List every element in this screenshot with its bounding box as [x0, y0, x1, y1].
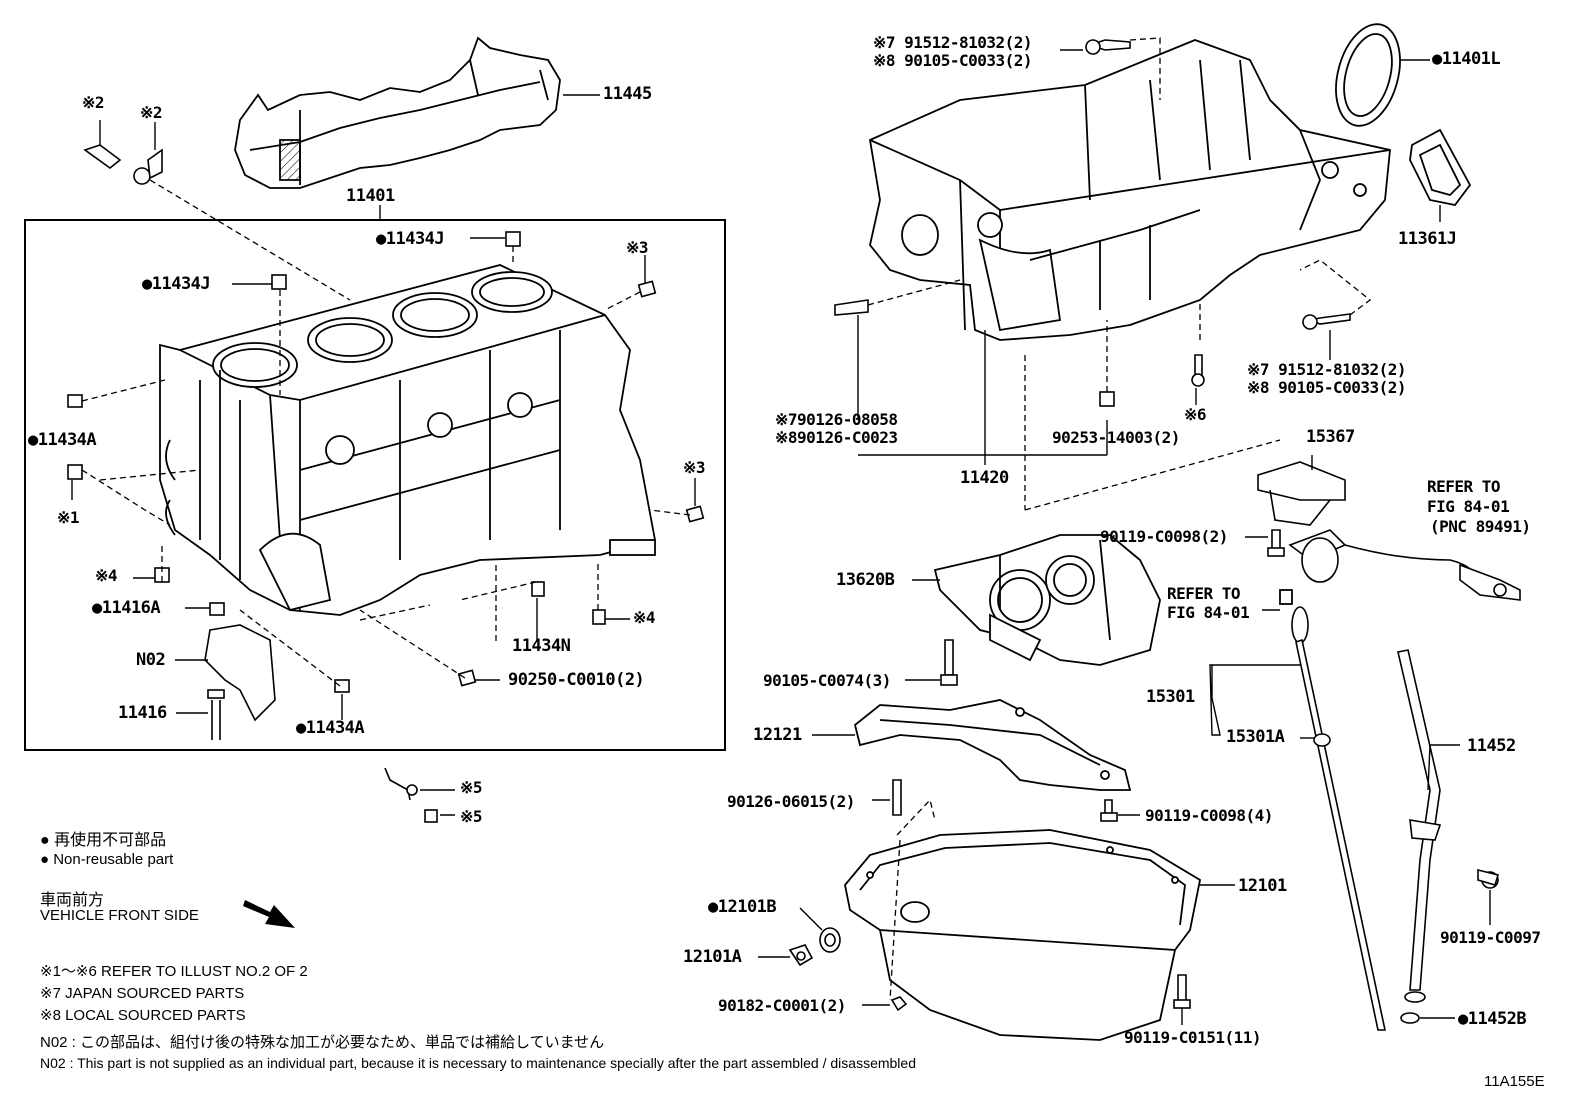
label-90119-c0151: 90119-C0151(11) — [1124, 1028, 1262, 1047]
label-n02: N02 — [136, 650, 166, 670]
lower-pan-fasteners-drawing — [788, 779, 1191, 1012]
label-90126-06015: 90126-06015(2) — [727, 792, 855, 811]
oil-pan-upper-drawing — [868, 39, 1391, 341]
oil-seal-11401l-drawing — [1335, 23, 1401, 127]
note-n02-jp: N02 : この部品は、組付け後の特殊な加工が必要なため、単品では補給していませ… — [40, 1034, 605, 1051]
label-11434a-left: ●11434A — [28, 430, 97, 450]
label-refer2-2: FIG 84-01 — [1167, 603, 1250, 622]
label-12101b: ●12101B — [708, 897, 777, 917]
leader-lines-block — [81, 179, 691, 687]
label-refer1-3: (PNC 89491) — [1430, 517, 1531, 536]
note-n02-en: N02 : This part is not supplied as an in… — [40, 1055, 916, 1071]
label-15367: 15367 — [1306, 427, 1355, 447]
cover-11445-drawing — [234, 36, 561, 189]
label-11416a: ●11416A — [92, 598, 161, 618]
label-11434j-top: ●11434J — [376, 229, 445, 249]
label-refer1-1: REFER TO — [1427, 477, 1501, 496]
lower-oil-pan-12101-drawing — [844, 829, 1202, 1041]
vehicle-front-arrow — [243, 900, 295, 928]
solid-leaders-right — [758, 455, 1491, 1025]
solid-leaders-block — [71, 94, 696, 720]
gasket-11361j-drawing — [1409, 128, 1472, 206]
label-12121: 12121 — [753, 725, 802, 745]
label-12101: 12101 — [1238, 876, 1287, 896]
label-mark6: ※6 — [1184, 405, 1207, 424]
label-11420: 11420 — [960, 468, 1009, 488]
oil-pump-13620b-drawing — [933, 534, 1293, 666]
label-refer1-2: FIG 84-01 — [1427, 497, 1510, 516]
bolts-mark2-drawing — [83, 144, 163, 185]
leader-lines-upper-pan — [867, 37, 1372, 511]
label-90105-c0074: 90105-C0074(3) — [763, 671, 891, 690]
baffle-plate-12121-drawing — [853, 699, 1132, 791]
label-11401l: ●11401L — [1432, 49, 1501, 69]
label-right-bolt-1: ※7 91512-81032(2) — [1247, 360, 1407, 379]
guide-tube-11452-drawing — [1397, 649, 1500, 1024]
label-11452: 11452 — [1467, 736, 1516, 756]
label-mark3a: ※3 — [626, 238, 649, 257]
label-11434j-left: ●11434J — [142, 274, 211, 294]
label-90253: 90253-14003(2) — [1052, 428, 1180, 447]
label-mark1: ※1 — [57, 508, 80, 527]
note-nonreusable-en: ● Non-reusable part — [40, 851, 174, 868]
label-11445: 11445 — [603, 84, 652, 104]
engine-block-drawing — [159, 264, 657, 616]
label-top-bolt-1: ※7 91512-81032(2) — [873, 33, 1033, 52]
engine-block-group-box — [24, 219, 726, 751]
label-mark5a: ※5 — [460, 778, 483, 797]
label-mark3b: ※3 — [683, 458, 706, 477]
label-90119-c0098-4: 90119-C0098(4) — [1145, 806, 1273, 825]
upper-pan-bolts-drawing — [834, 39, 1351, 407]
label-11401: 11401 — [346, 186, 395, 206]
pump-bolts-drawing — [940, 529, 1285, 686]
label-90119-c0097: 90119-C0097 — [1440, 928, 1541, 947]
bracket-mark5-drawing — [384, 767, 455, 823]
label-11361j: 11361J — [1398, 229, 1457, 249]
note-local-sourced: ※8 LOCAL SOURCED PARTS — [40, 1007, 246, 1024]
label-90119-c0098-2: 90119-C0098(2) — [1100, 527, 1228, 546]
small-parts-block — [67, 231, 705, 740]
label-11434a-bottom: ●11434A — [296, 718, 365, 738]
label-stud-1: ※790126-08058 — [775, 410, 898, 429]
label-top-bolt-2: ※8 90105-C0033(2) — [873, 51, 1033, 70]
label-mark4a: ※4 — [95, 566, 118, 585]
label-11434n: 11434N — [512, 636, 571, 656]
note-front-en: VEHICLE FRONT SIDE — [40, 907, 199, 924]
label-15301a: 15301A — [1226, 727, 1285, 747]
label-mark4b: ※4 — [633, 608, 656, 627]
label-12101a: 12101A — [683, 947, 742, 967]
label-11416: 11416 — [118, 703, 167, 723]
label-15301: 15301 — [1146, 687, 1195, 707]
oil-strainer-15367-drawing — [1257, 461, 1346, 526]
illustration-code: 11A155E — [1484, 1073, 1545, 1090]
label-90250: 90250-C0010(2) — [508, 670, 645, 690]
note-japan-sourced: ※7 JAPAN SOURCED PARTS — [40, 985, 245, 1002]
label-right-bolt-2: ※8 90105-C0033(2) — [1247, 378, 1407, 397]
oil-sensor-drawing — [1288, 529, 1521, 601]
note-refer-1-6: ※1～※6 REFER TO ILLUST NO.2 OF 2 — [40, 963, 308, 980]
label-90182-c0001: 90182-C0001(2) — [718, 996, 846, 1015]
note-front-jp: 車両前方 — [40, 892, 105, 909]
label-refer2-1: REFER TO — [1167, 584, 1241, 603]
leader-lines-right — [889, 798, 936, 1001]
note-nonreusable-jp: ● 再使用不可部品 — [40, 832, 167, 849]
label-mark2b: ※2 — [140, 103, 163, 122]
label-stud-2: ※890126-C0023 — [775, 428, 898, 447]
label-13620b: 13620B — [836, 570, 895, 590]
label-11452b: ●11452B — [1458, 1009, 1527, 1029]
label-mark2a: ※2 — [82, 93, 105, 112]
label-mark5b: ※5 — [460, 807, 483, 826]
solid-leaders-upper-pan — [857, 49, 1441, 465]
oil-dipstick-15301-drawing — [1291, 606, 1386, 1031]
